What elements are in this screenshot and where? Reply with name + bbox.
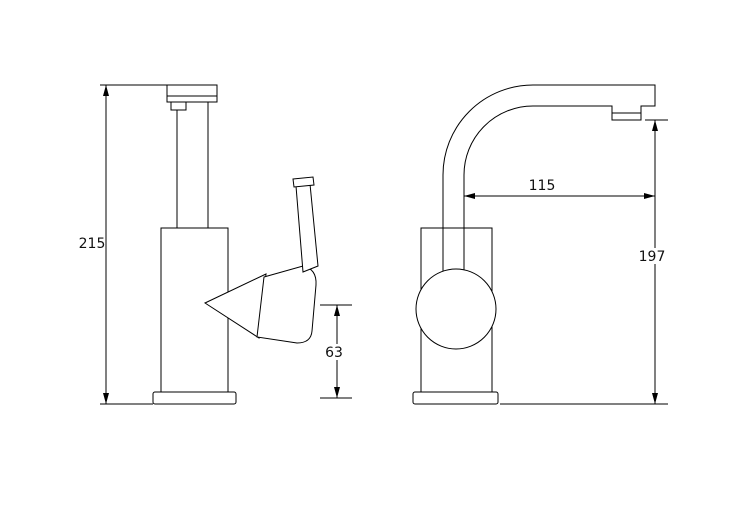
arrowhead-down-icon bbox=[334, 387, 340, 398]
side-neck bbox=[176, 101, 209, 229]
dimension-label-spout-height: 197 bbox=[639, 249, 666, 265]
side-handle-lever bbox=[295, 183, 319, 273]
arrowhead-down-icon bbox=[652, 393, 658, 404]
dimension-label-overall-height: 215 bbox=[79, 236, 106, 252]
dimension-label-handle-height: 63 bbox=[325, 345, 343, 361]
dimension-label-spout-reach: 115 bbox=[529, 178, 556, 194]
arrowhead-up-icon bbox=[652, 120, 658, 131]
label-background bbox=[79, 235, 105, 251]
arrowhead-right-icon bbox=[644, 193, 655, 199]
front-spout bbox=[442, 84, 656, 229]
label-background bbox=[637, 248, 668, 264]
arrowhead-up-icon bbox=[103, 85, 109, 96]
side-handle-lever-cap bbox=[292, 176, 315, 188]
front-view bbox=[412, 84, 656, 405]
dimension-spout-height: 197 bbox=[500, 119, 668, 405]
dimension-spout-reach: 115 bbox=[464, 178, 655, 199]
side-view bbox=[152, 84, 319, 405]
side-spout-outlet bbox=[170, 101, 187, 111]
dimension-overall-height: 215 bbox=[79, 84, 167, 405]
side-handle-body bbox=[256, 265, 317, 344]
front-base bbox=[412, 391, 499, 405]
side-spout-head bbox=[166, 84, 218, 103]
arrowhead-up-icon bbox=[334, 305, 340, 316]
dimension-handle-height: 63 bbox=[320, 304, 352, 399]
side-base bbox=[152, 391, 237, 405]
arrowhead-down-icon bbox=[103, 393, 109, 404]
front-handle-circle bbox=[415, 268, 497, 350]
arrowhead-left-icon bbox=[464, 193, 475, 199]
label-background bbox=[322, 344, 347, 360]
dimensions: 215 63 115 bbox=[79, 84, 668, 405]
